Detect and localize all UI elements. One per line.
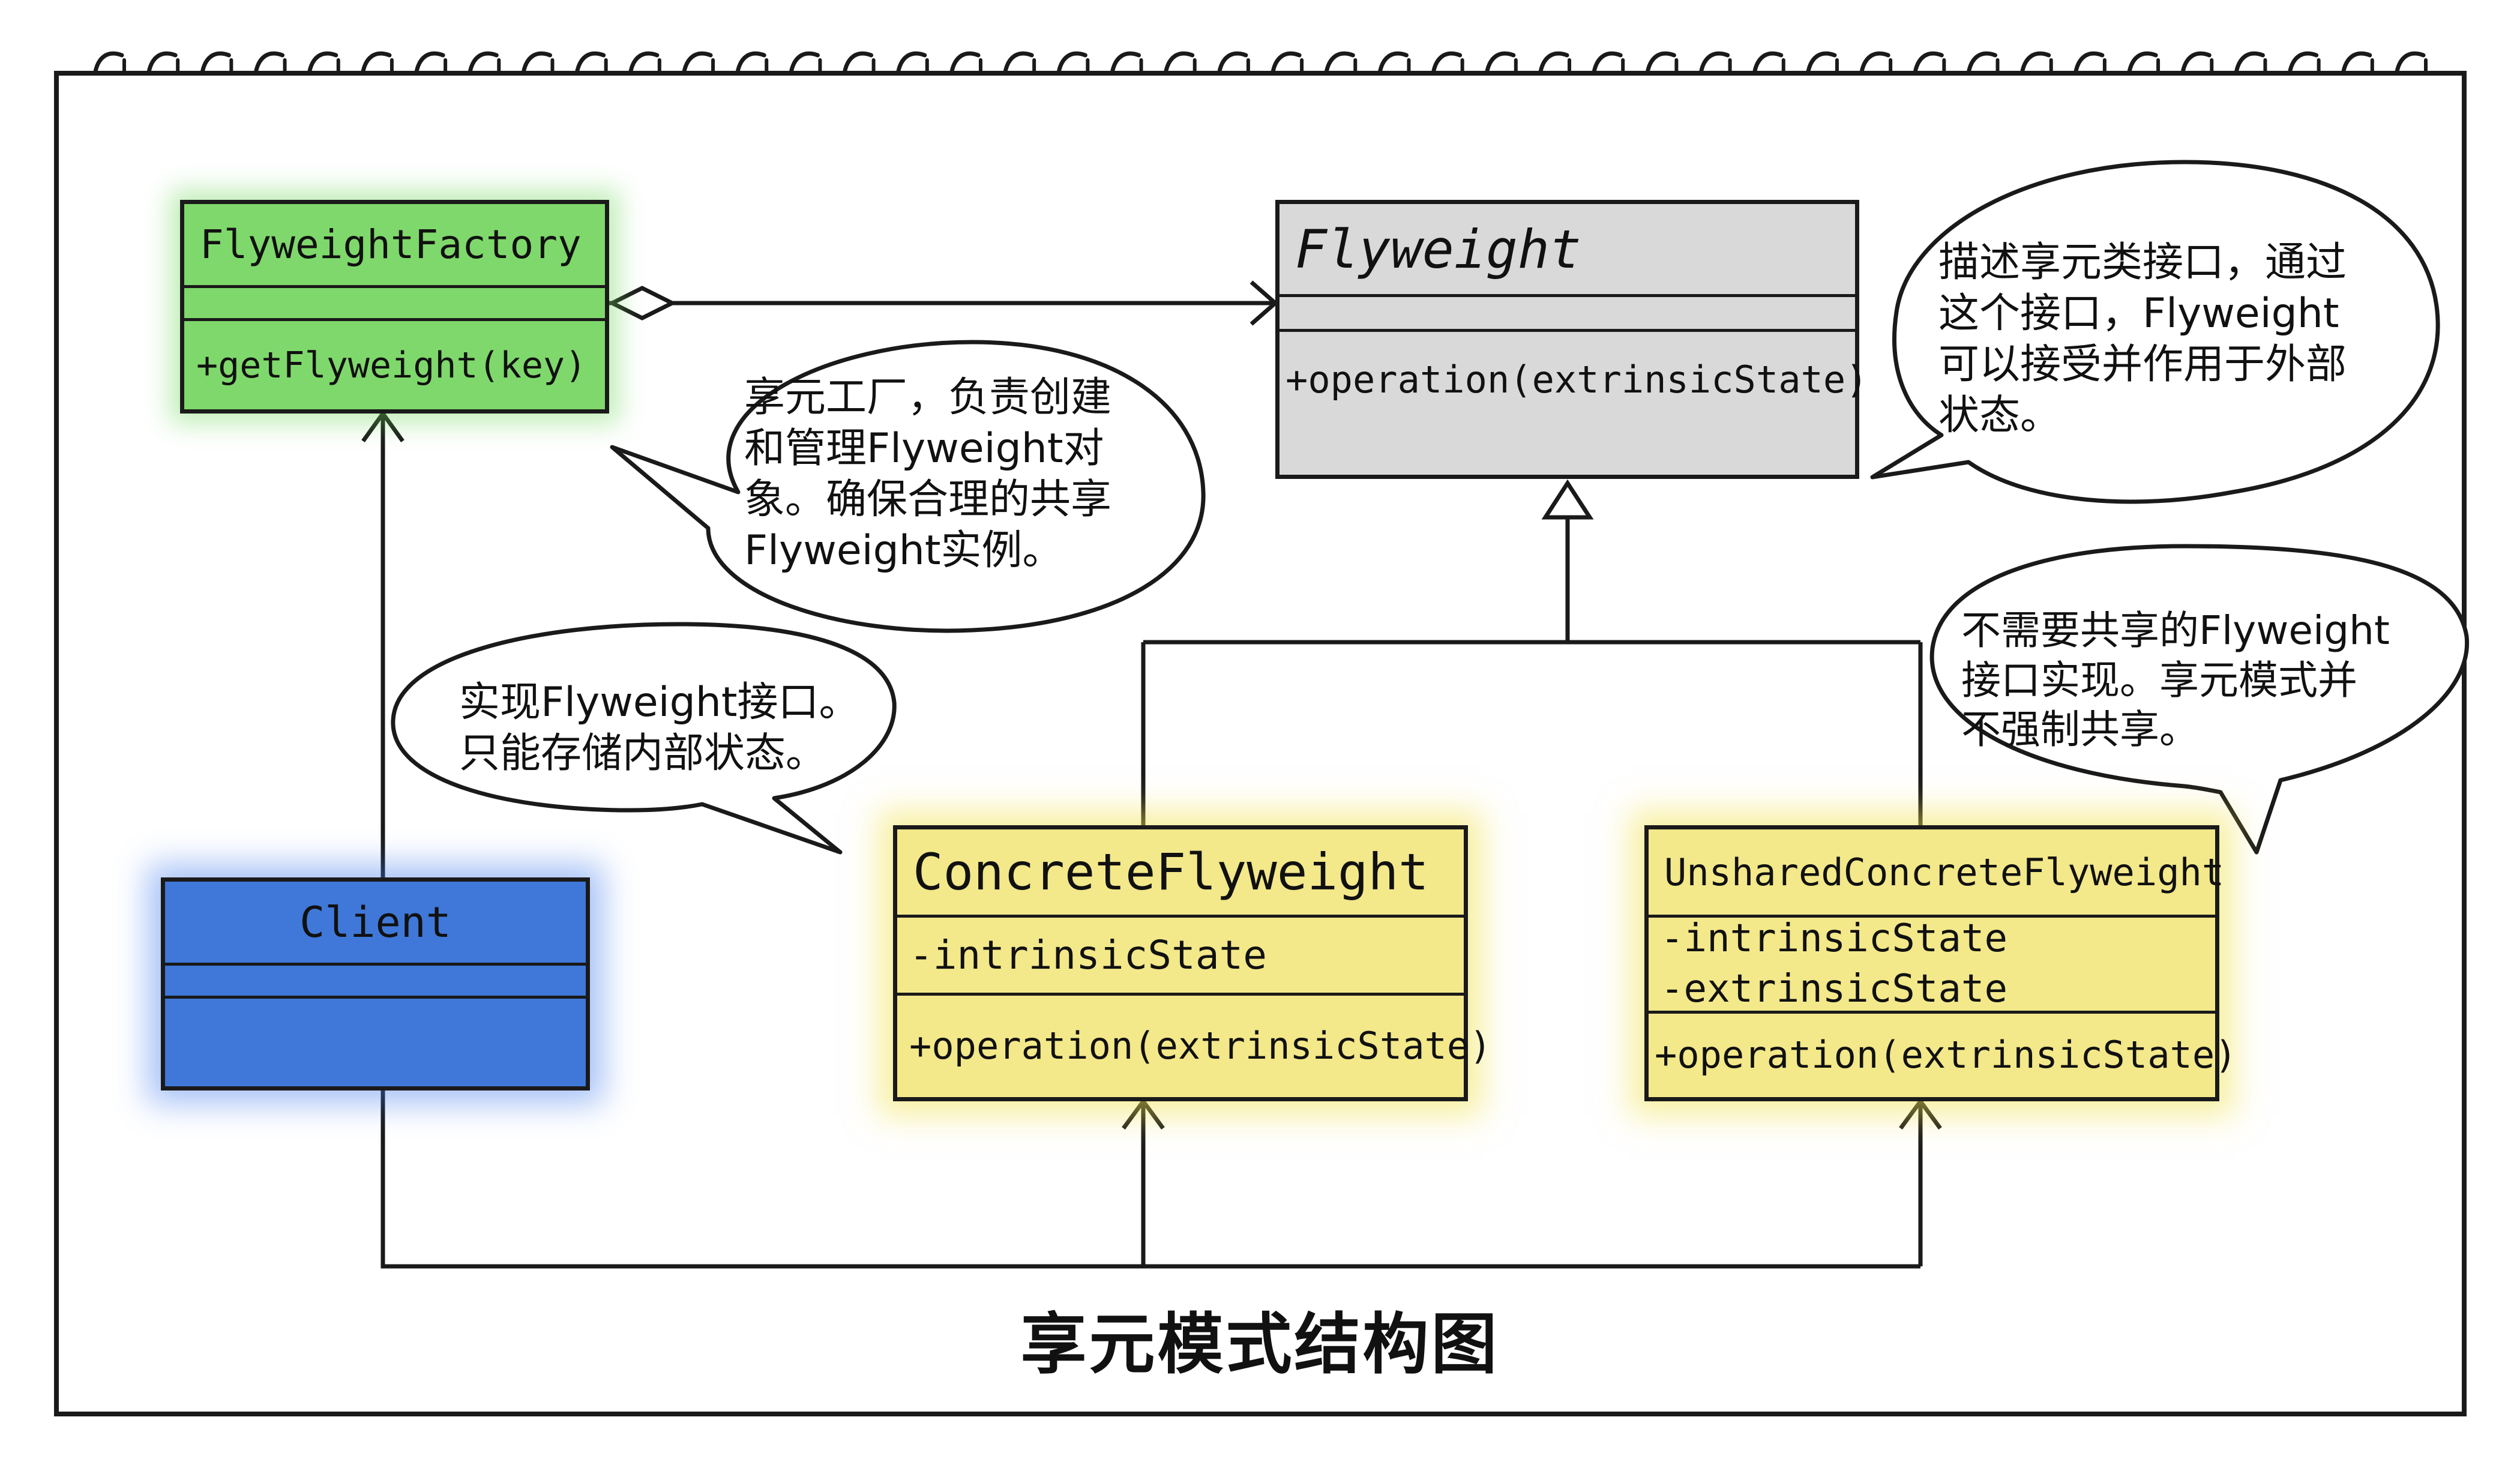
- attribute: -extrinsicState: [1661, 966, 2007, 1011]
- note-concrete: 实现Flyweight接口。 只能存储内部状态。: [459, 677, 860, 779]
- attributes-section: [165, 963, 586, 996]
- method: +operation(extrinsicState): [1286, 358, 1868, 402]
- class-name: Flyweight: [1280, 204, 1855, 294]
- note-line: 接口实现。享元模式并: [1961, 657, 2357, 703]
- note-line: 这个接口，Flyweight: [1938, 290, 2339, 337]
- class-name: Client: [165, 882, 586, 963]
- attribute: -intrinsicState: [1661, 916, 2007, 961]
- class-name-text: UnsharedConcreteFlyweight: [1664, 850, 2225, 894]
- client-bottom-line: [380, 1090, 1920, 1269]
- note-line: 和管理Flyweight对: [744, 425, 1104, 472]
- class-name-text: FlyweightFactory: [200, 221, 582, 268]
- note-bubble-concrete: [391, 622, 897, 855]
- concrete-arrowhead: [1122, 1098, 1165, 1130]
- aggregation-diamond: [607, 286, 677, 320]
- note-line: 实现Flyweight接口。: [459, 679, 860, 726]
- note-line: 不需要共享的Flyweight: [1961, 607, 2390, 654]
- unshared-arrowhead: [1899, 1098, 1942, 1130]
- methods-section: +operation(extrinsicState): [1649, 1011, 2237, 1097]
- note-line: 象。确保合理的共享: [744, 476, 1112, 523]
- attributes-section: -intrinsicState: [897, 915, 1464, 993]
- class-unshared-concrete-flyweight: UnsharedConcreteFlyweight -intrinsicStat…: [1644, 825, 2237, 1101]
- attribute: -intrinsicState: [909, 931, 1268, 978]
- class-name-text: Client: [299, 897, 451, 947]
- note-line: 享元工厂，负责创建: [744, 374, 1112, 421]
- attributes-section: -intrinsicState -extrinsicState: [1649, 915, 2215, 1011]
- note-line: 可以接受并作用于外部: [1938, 341, 2347, 388]
- note-line: Flyweight实例。: [744, 527, 1063, 574]
- methods-section: +operation(extrinsicState): [1280, 329, 1868, 475]
- class-name: UnsharedConcreteFlyweight: [1649, 829, 2224, 915]
- methods-section: +getFlyweight(key): [184, 318, 605, 409]
- class-flyweight-factory: FlyweightFactory +getFlyweight(key): [180, 200, 609, 414]
- class-name: ConcreteFlyweight: [897, 829, 1464, 915]
- note-line: 只能存储内部状态。: [459, 730, 827, 777]
- note-unshared: 不需要共享的Flyweight 接口实现。享元模式并 不强制共享。: [1961, 606, 2390, 755]
- note-line: 状态。: [1938, 392, 2061, 439]
- methods-section: [165, 996, 586, 1086]
- note-line: 不强制共享。: [1961, 706, 2199, 753]
- class-concrete-flyweight: ConcreteFlyweight -intrinsicState +opera…: [893, 825, 1492, 1101]
- diagram-title: 享元模式结构图: [1020, 1306, 1500, 1383]
- client-factory-arrowhead: [361, 409, 404, 443]
- note-flyweight: 描述享元类接口，通过 这个接口，Flyweight 可以接受并作用于外部 状态。: [1938, 237, 2347, 441]
- note-bubble-factory: [610, 340, 1206, 633]
- class-client: Client: [161, 877, 590, 1090]
- attributes-section: [184, 285, 605, 318]
- attributes-section: [1280, 294, 1855, 329]
- method: +getFlyweight(key): [196, 344, 587, 387]
- inheritance-triangle: [1541, 479, 1594, 520]
- class-name-text: Flyweight: [1295, 218, 1581, 280]
- note-line: 描述享元类接口，通过: [1938, 239, 2347, 286]
- methods-section: +operation(extrinsicState): [897, 993, 1492, 1097]
- class-name: FlyweightFactory: [184, 204, 605, 285]
- note-bubble-unshared: [1929, 544, 2470, 855]
- method: +operation(extrinsicState): [909, 1024, 1492, 1068]
- method: +operation(extrinsicState): [1655, 1033, 2237, 1077]
- class-name-text: ConcreteFlyweight: [913, 843, 1429, 901]
- note-bubble-flyweight: [1870, 160, 2440, 504]
- class-flyweight: Flyweight +operation(extrinsicState): [1275, 200, 1868, 479]
- note-factory: 享元工厂，负责创建 和管理Flyweight对 象。确保合理的共享 Flywei…: [744, 372, 1111, 576]
